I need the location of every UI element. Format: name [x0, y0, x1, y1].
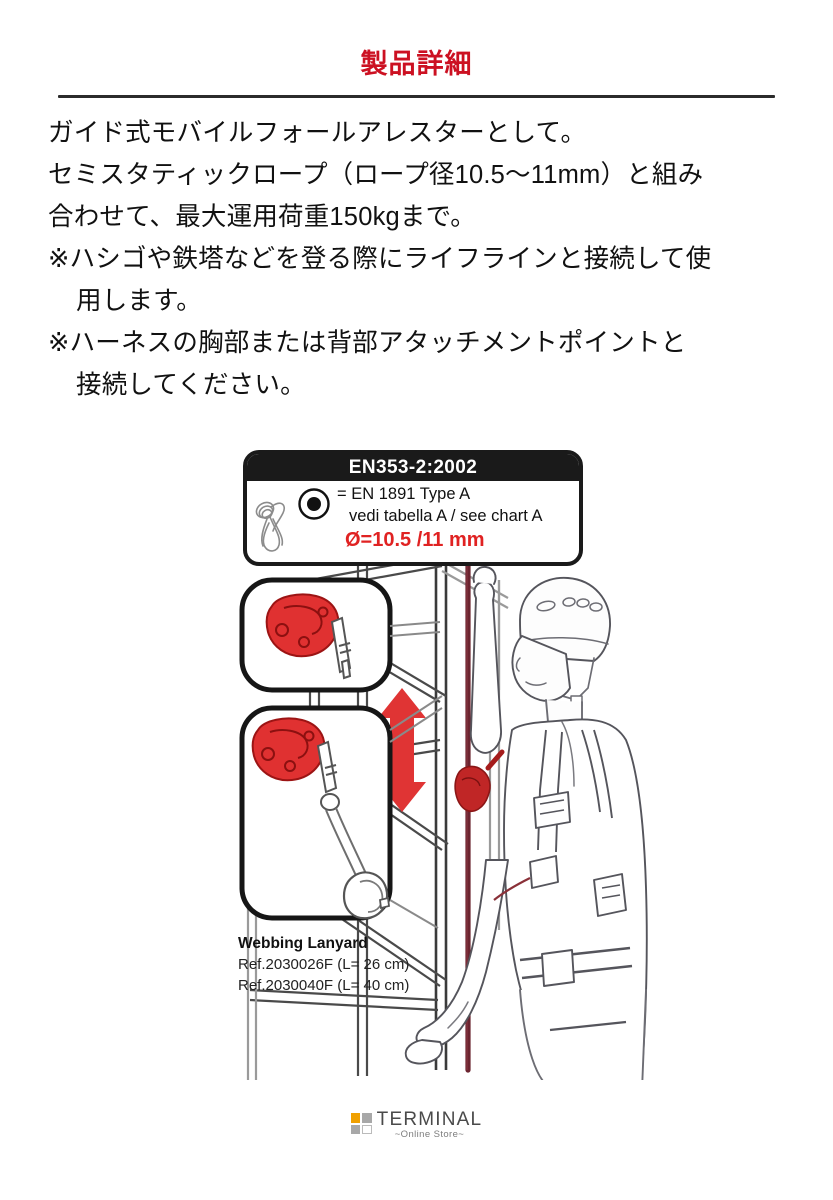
callout-device-lanyard-carabiner — [239, 695, 443, 929]
description-note-2: ※ハーネスの胸部または背部アタッチメントポイントと 接続してください。 — [48, 329, 687, 399]
description-line-2: セミスタティックロープ（ロープ径10.5〜11mm）と組み — [48, 161, 704, 189]
page-title: 製品詳細 — [360, 49, 473, 79]
description-line-3: 合わせて、最大運用荷重150kgまで。 — [48, 203, 476, 231]
description-line-1: ガイド式モバイルフォールアレスターとして。 — [48, 119, 587, 147]
lanyard-ref-26cm: Ref.2030026F (L= 26 cm) — [238, 956, 410, 973]
brand-tagline: ~Online Store~ — [394, 1129, 465, 1140]
logo-inner: TERMINAL ~Online Store~ — [350, 1109, 483, 1141]
logo-square-4 — [362, 1124, 372, 1134]
rope-coil-icon — [255, 501, 286, 552]
rope-cross-section-icon — [298, 488, 330, 520]
climber-figure — [404, 566, 648, 1080]
callout-device-connector — [239, 577, 441, 693]
product-description: ガイド式モバイルフォールアレスターとして。 セミスタティックロープ（ロープ径10… — [48, 112, 808, 406]
usage-illustration — [190, 430, 660, 1080]
standard-label-body: = EN 1891 Type A vedi tabella A / see ch… — [247, 481, 579, 562]
standard-label-text: = EN 1891 Type A vedi tabella A / see ch… — [337, 483, 579, 553]
standard-label-en353: EN353-2:2002 = EN 1891 Type A — [243, 450, 583, 566]
fall-arrester-device-on-rope — [454, 749, 505, 812]
store-logo: TERMINAL ~Online Store~ — [0, 1110, 833, 1140]
description-note-1: ※ハシゴや鉄塔などを登る際にライフラインと接続して使 用します。 — [48, 245, 712, 315]
title-divider — [58, 95, 775, 98]
standard-line-2: vedi tabella A / see chart A — [349, 507, 543, 525]
safety-harness — [493, 729, 633, 1032]
logo-square-1 — [350, 1113, 361, 1123]
brand-name: TERMINAL — [376, 1109, 483, 1130]
logo-square-3 — [350, 1124, 361, 1134]
rope-diameter-value: Ø=10.5 /11 mm — [345, 529, 485, 551]
standard-label-heading: EN353-2:2002 — [247, 454, 579, 481]
lanyard-ref-40cm: Ref.2030040F (L= 40 cm) — [238, 977, 410, 994]
standard-line-1: = EN 1891 Type A — [337, 485, 471, 503]
logo-square-2 — [362, 1113, 372, 1123]
fall-arrester-diagram-svg — [239, 545, 648, 1080]
terminal-logo-mark-icon — [350, 1113, 372, 1134]
lanyard-title: Webbing Lanyard — [238, 935, 368, 952]
webbing-lanyard-caption: Webbing Lanyard Ref.2030026F (L= 26 cm) … — [238, 933, 518, 996]
logo-text-wrap: TERMINAL ~Online Store~ — [376, 1109, 483, 1141]
